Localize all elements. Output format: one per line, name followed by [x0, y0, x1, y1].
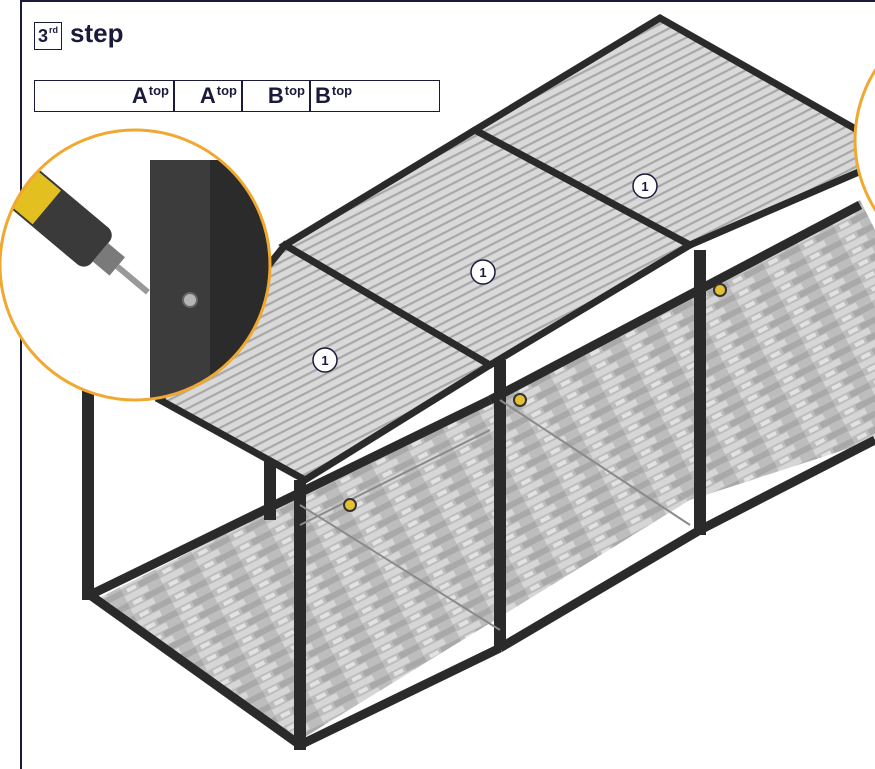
zoom-detail-right [853, 68, 875, 212]
zoom-detail-drill [0, 128, 272, 402]
floor-left [95, 400, 690, 740]
screw-icon [182, 292, 198, 308]
callout-badge: 1 [312, 347, 338, 373]
step-ordinal: rd [49, 25, 58, 35]
callout-label: 1 [321, 353, 328, 368]
step-label: step [70, 18, 124, 48]
step-number: 3 [37, 26, 48, 46]
brackets [343, 283, 727, 512]
callout-badge: 1 [632, 173, 658, 199]
callout-badge: 1 [470, 259, 496, 285]
callout-label: 1 [641, 179, 648, 194]
lower-frame [87, 201, 875, 750]
floor-right [490, 200, 875, 500]
roof-panel-3 [467, 13, 875, 249]
zoom-ring [0, 128, 272, 402]
callout-label: 1 [479, 265, 486, 280]
braces [299, 399, 691, 631]
